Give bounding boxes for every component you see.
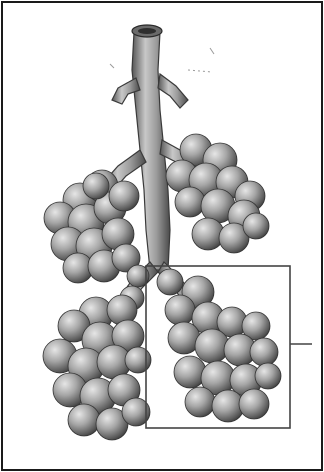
alveolus [174, 356, 206, 388]
bronchiole-lumen [138, 28, 156, 34]
alveolus [125, 347, 151, 373]
alveolus [195, 329, 229, 363]
alveolus [157, 269, 183, 295]
alveolus [243, 213, 269, 239]
alveolus [250, 338, 278, 366]
alveolus [165, 295, 195, 325]
alveolus [185, 387, 215, 417]
alveolus [68, 404, 100, 436]
alveolus [175, 187, 205, 217]
alveolus [83, 173, 109, 199]
alveolus [255, 363, 281, 389]
alveolus [239, 389, 269, 419]
alveolus [109, 181, 139, 211]
